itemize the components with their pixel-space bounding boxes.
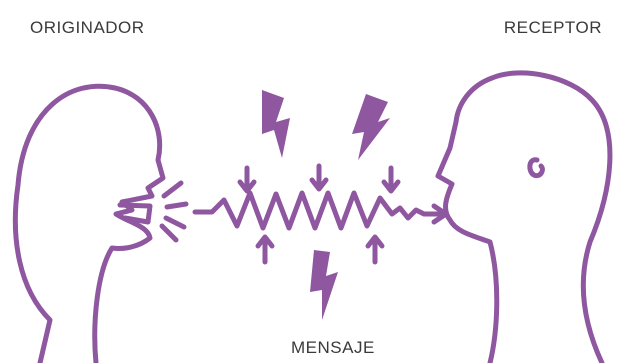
lightning-bolt-icon — [352, 94, 390, 160]
arrow-up-icon — [258, 237, 272, 262]
lightning-bolt-icon — [310, 250, 338, 320]
voice-lines — [162, 183, 186, 240]
ear-icon — [530, 160, 543, 176]
lightning-bolt-icon — [262, 90, 290, 158]
arrow-down-icon — [384, 168, 398, 191]
arrow-down-icon — [312, 166, 326, 189]
message-signal-wave — [195, 193, 444, 228]
receiver-head-outline — [438, 73, 610, 363]
sender-head-outline — [15, 86, 163, 363]
arrow-down-icon — [240, 168, 254, 191]
arrow-up-icon — [368, 237, 382, 262]
